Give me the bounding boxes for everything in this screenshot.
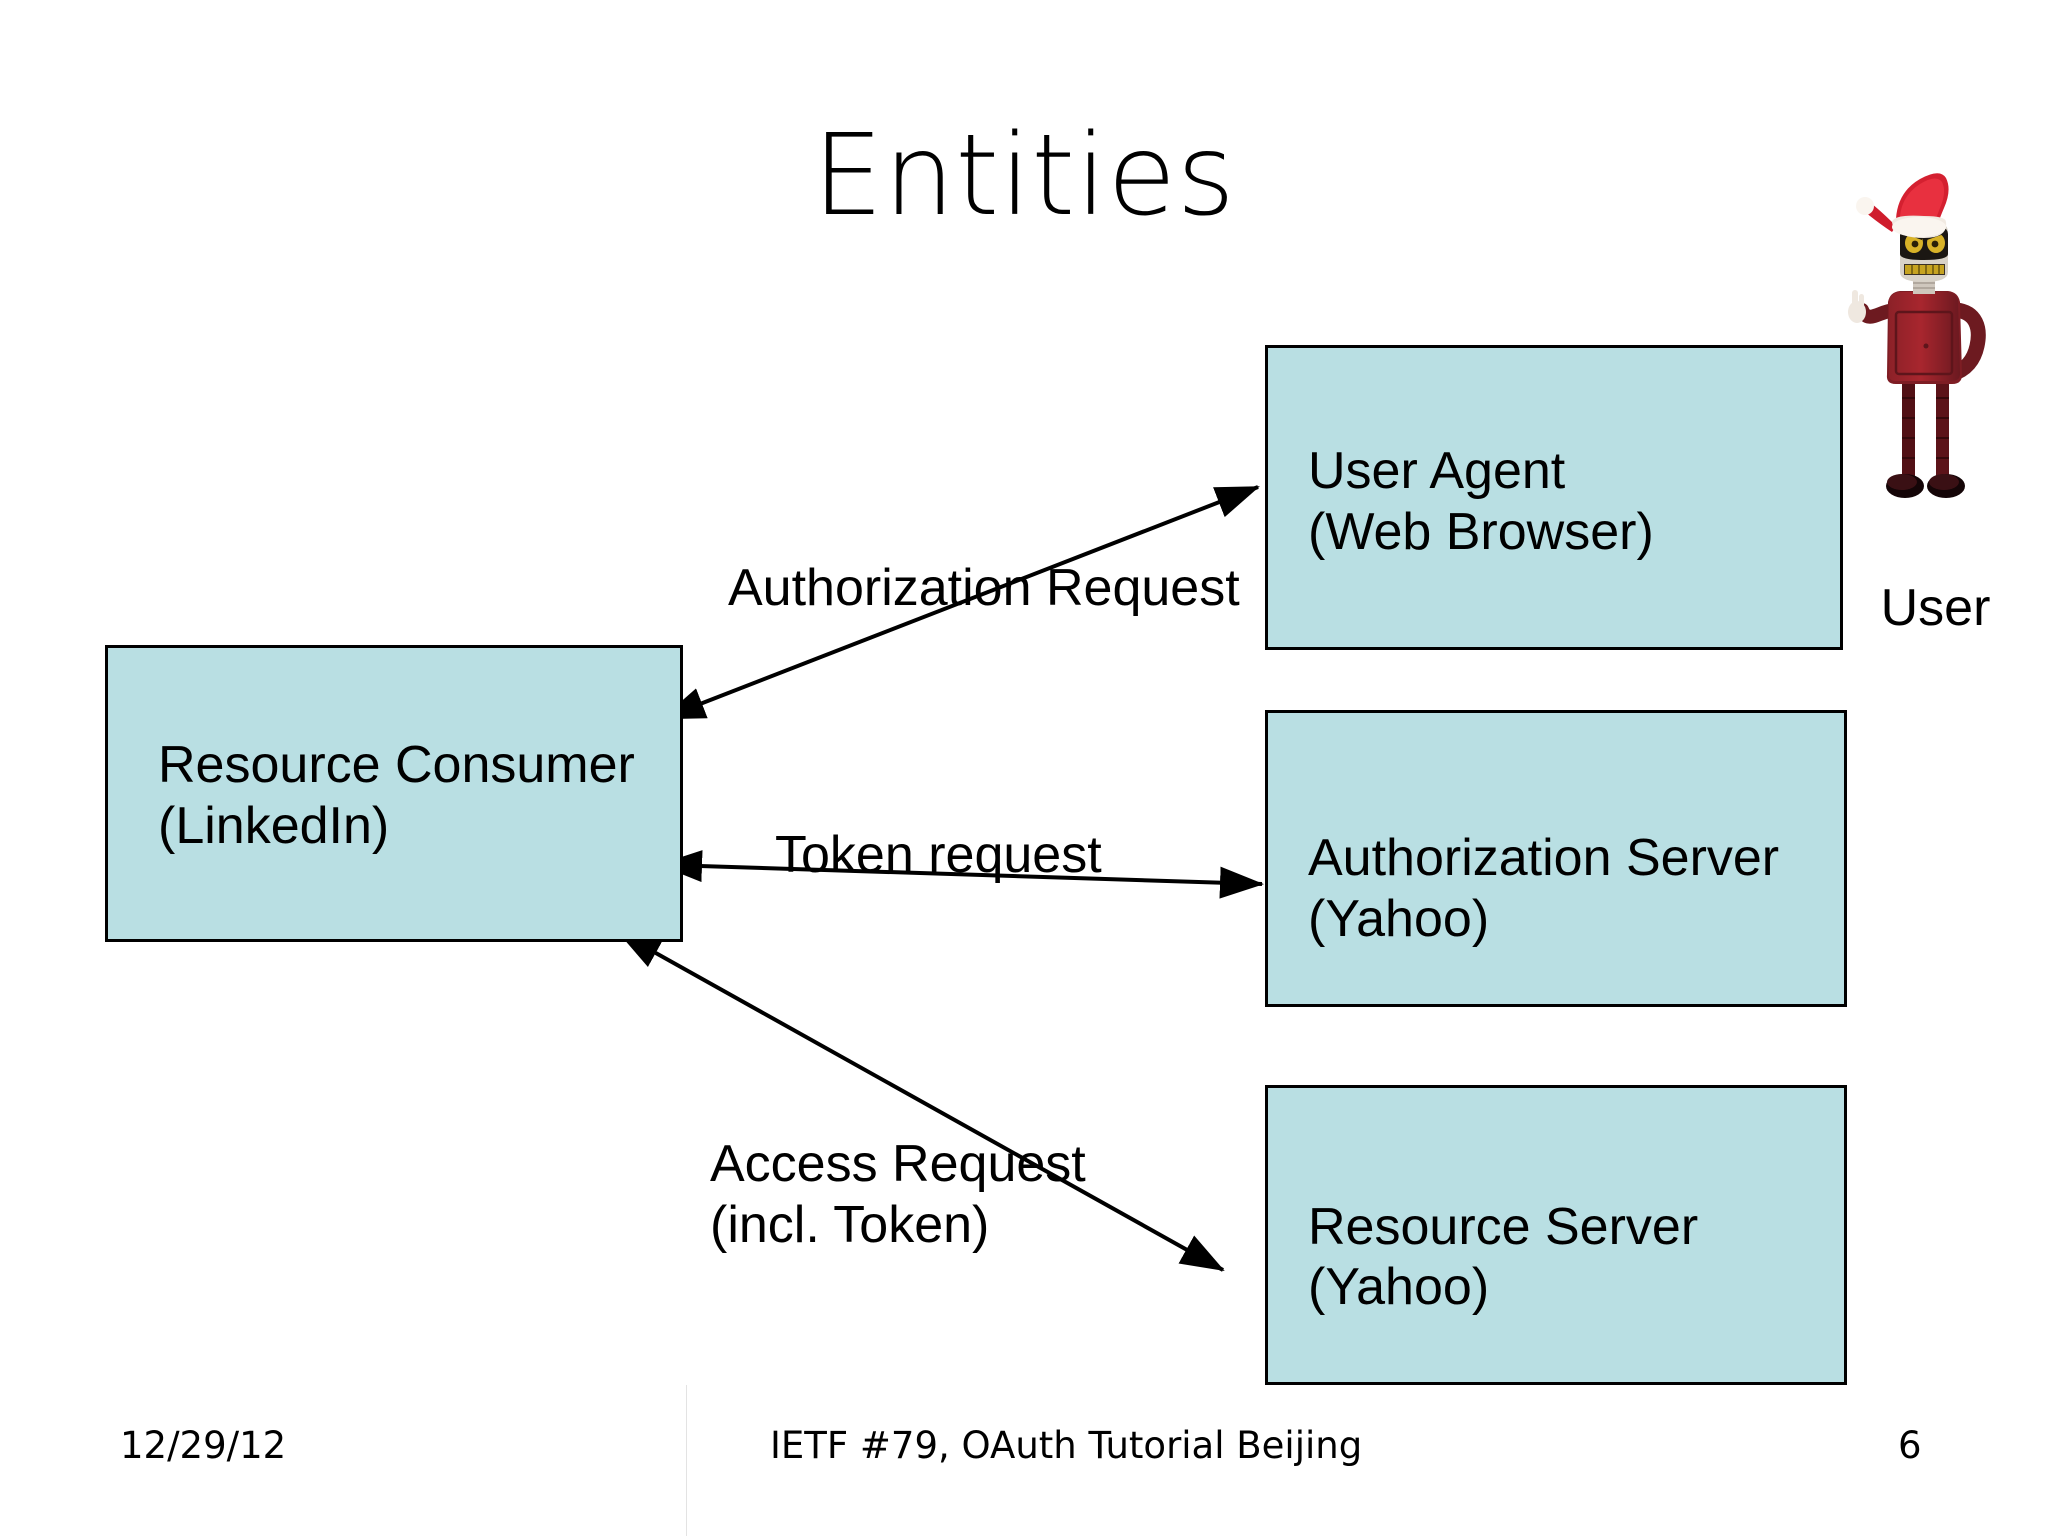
entity-text-group: Resource Consumer (LinkedIn)	[158, 735, 666, 856]
entity-label-line2: (Web Browser)	[1308, 502, 1654, 561]
user-figure-label: User	[1880, 579, 1991, 637]
footer-date: 12/29/12	[120, 1424, 287, 1467]
entity-box-resource-server[interactable]: Resource Server (Yahoo)	[1265, 1085, 1847, 1385]
entity-label-line2: (LinkedIn)	[158, 796, 390, 855]
page-title: Entities	[812, 111, 1236, 241]
entity-label-line2: (Yahoo)	[1308, 889, 1490, 948]
entity-label-line1: Resource Server	[1308, 1197, 1699, 1256]
entity-label-line2: (Yahoo)	[1308, 1258, 1490, 1316]
arrow-label-authorization-request: Authorization Request	[728, 558, 1240, 619]
footer-page-number: 6	[1898, 1424, 1922, 1467]
arrow-label-access-request: Access Request (incl. Token)	[710, 1134, 1086, 1257]
arrow-label-line1: Token request	[775, 826, 1102, 884]
footer-event-title: IETF #79, OAuth Tutorial Beijing	[770, 1424, 1363, 1467]
slide-edge-divider	[686, 1385, 687, 1536]
entity-box-authorization-server[interactable]: Authorization Server (Yahoo)	[1265, 710, 1847, 1007]
entity-text-group: User Agent (Web Browser)	[1308, 441, 1826, 562]
entity-box-resource-consumer[interactable]: Resource Consumer (LinkedIn)	[105, 645, 683, 942]
entity-label-line1: User Agent	[1308, 442, 1566, 501]
robot-santa-hat-icon	[1848, 173, 1986, 498]
entity-label-line1: Resource Consumer	[158, 736, 635, 795]
entity-text-group: Resource Server (Yahoo)	[1308, 1197, 1830, 1318]
arrow-label-line1: Access Request	[710, 1135, 1086, 1193]
arrow-label-token-request: Token request	[775, 825, 1102, 886]
arrow-label-line2: (incl. Token)	[710, 1196, 990, 1255]
entity-text-group: Authorization Server (Yahoo)	[1308, 828, 1830, 949]
entity-box-user-agent[interactable]: User Agent (Web Browser)	[1265, 345, 1843, 650]
entity-label-line1: Authorization Server	[1308, 829, 1780, 888]
arrow-label-line1: Authorization Request	[728, 559, 1240, 617]
